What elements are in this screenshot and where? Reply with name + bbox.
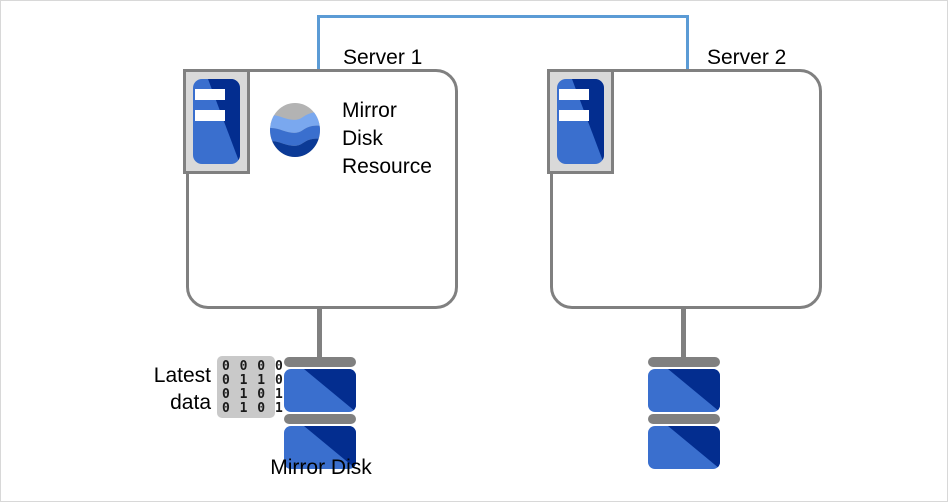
mirror-disk-caption: Mirror Disk	[270, 456, 372, 479]
mirror-disk-2	[648, 357, 720, 471]
disk-body-lower	[648, 426, 720, 469]
server-slot-bar-bottom	[195, 110, 225, 121]
mirror-disk-1	[284, 357, 356, 471]
disk-platter-middle	[648, 414, 720, 424]
latest-data-line-2: data	[170, 391, 211, 414]
binary-row: 0 1 1 0	[222, 373, 284, 388]
latest-data-label: Latest data	[123, 362, 211, 416]
server-slot-bar-top	[559, 89, 589, 100]
interconnect-right-segment	[686, 15, 689, 71]
server-slot-bar-top	[195, 89, 225, 100]
mirror-disk-resource-label: Mirror Disk Resource	[342, 97, 432, 181]
mirror-disk-resource-line-1: Mirror	[342, 99, 397, 122]
mirror-disk-resource-globe-icon	[267, 101, 323, 159]
server-slot-bar-bottom	[559, 110, 589, 121]
server-1-disk-connector	[317, 306, 322, 362]
mirror-disk-resource-line-3: Resource	[342, 155, 432, 178]
interconnect-horizontal-segment	[317, 15, 689, 18]
interconnect-left-segment	[317, 15, 320, 71]
mirror-connect-link	[317, 15, 689, 71]
server-rack-icon	[547, 69, 614, 174]
mirror-disk-resource-line-2: Disk	[342, 127, 383, 150]
server-2-disk-connector	[681, 306, 686, 358]
binary-row: 0 1 0 1	[222, 387, 284, 402]
server-1-label: Server 1	[343, 46, 423, 69]
disk-platter-middle	[284, 414, 356, 424]
binary-data-card: 0 0 0 0 0 1 1 0 0 1 0 1 0 1 0 1	[217, 356, 284, 418]
disk-body-lower	[284, 426, 356, 469]
binary-row: 0 1 0 1	[222, 401, 284, 416]
disk-platter-top	[284, 357, 356, 367]
disk-platter-top	[648, 357, 720, 367]
disk-body-upper	[284, 369, 356, 412]
server-rack-icon	[183, 69, 250, 174]
disk-body-upper	[648, 369, 720, 412]
binary-row: 0 0 0 0	[222, 359, 284, 374]
server-2-label: Server 2	[707, 46, 787, 69]
latest-data-line-1: Latest	[153, 364, 211, 387]
